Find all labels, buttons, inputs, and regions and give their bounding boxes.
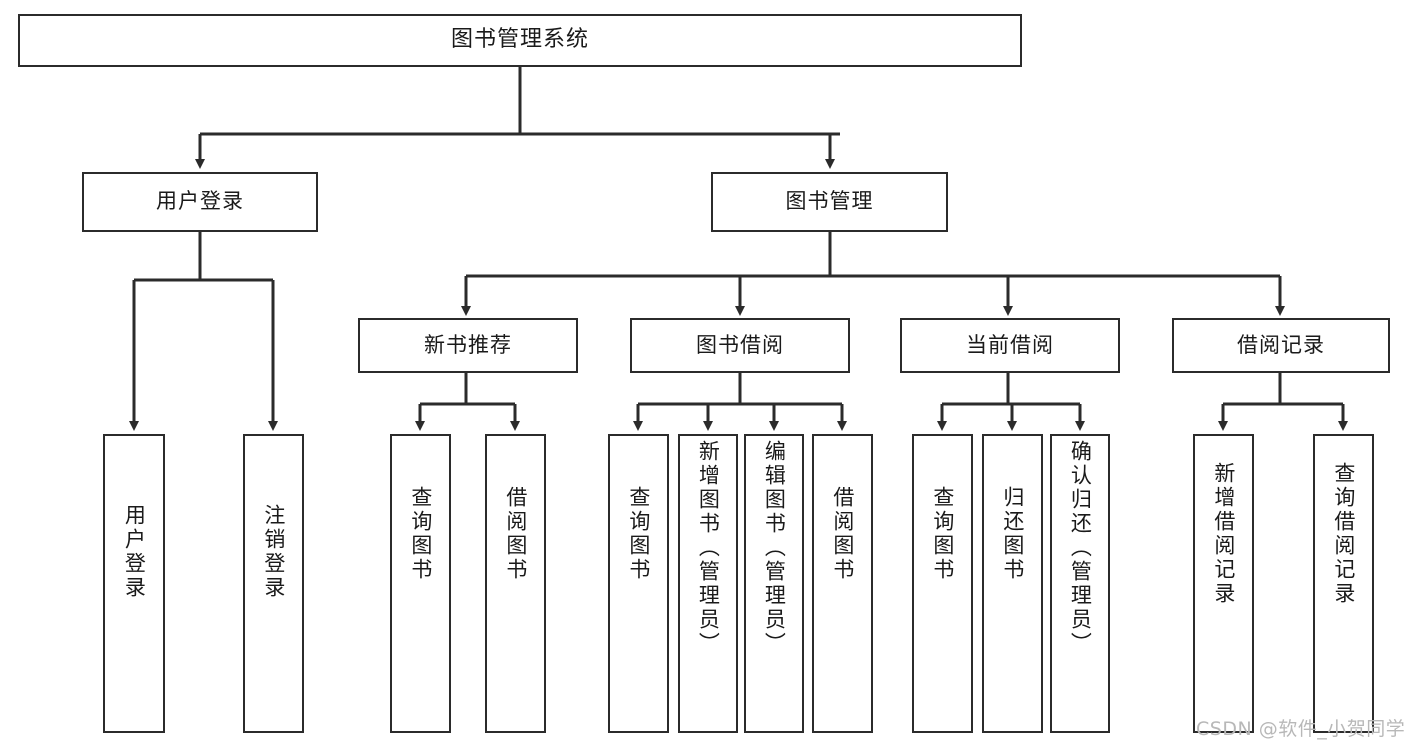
watermark-csdn: CSDN @软件_小贺同学	[1196, 718, 1405, 740]
node-root-book-management-system[interactable]: 图书管理系统	[18, 14, 1022, 67]
node-user-login[interactable]: 用户登录	[82, 172, 318, 232]
leaf-label: 查询借阅记录	[1331, 462, 1356, 606]
node-new-book-recommendation[interactable]: 新书推荐	[358, 318, 578, 373]
node-current-borrowing[interactable]: 当前借阅	[900, 318, 1120, 373]
leaf-label: 查询图书	[930, 486, 955, 582]
leaf-label: 确认归还（管理员）	[1068, 440, 1093, 656]
leaf-borrow-books-borrowing[interactable]: 借阅图书	[812, 434, 873, 733]
leaf-label: 新增借阅记录	[1211, 462, 1236, 606]
leaf-logout[interactable]: 注销登录	[243, 434, 304, 733]
leaf-label: 编辑图书（管理员）	[762, 440, 787, 656]
leaf-label: 用户登录	[122, 504, 147, 600]
leaf-return-books[interactable]: 归还图书	[982, 434, 1043, 733]
node-borrowing-records[interactable]: 借阅记录	[1172, 318, 1390, 373]
leaf-borrow-books-recommendation[interactable]: 借阅图书	[485, 434, 546, 733]
node-label: 借阅记录	[1237, 332, 1325, 357]
leaf-label: 查询图书	[408, 486, 433, 582]
leaf-label: 注销登录	[261, 504, 286, 600]
node-label: 图书借阅	[696, 332, 784, 357]
leaf-label: 查询图书	[626, 486, 651, 582]
leaf-label: 新增图书（管理员）	[696, 440, 721, 656]
leaf-user-login[interactable]: 用户登录	[103, 434, 165, 733]
node-label: 图书管理系统	[450, 27, 589, 53]
leaf-confirm-return-admin[interactable]: 确认归还（管理员）	[1050, 434, 1110, 733]
leaf-edit-book-admin[interactable]: 编辑图书（管理员）	[744, 434, 804, 733]
leaf-query-borrow-record[interactable]: 查询借阅记录	[1313, 434, 1374, 733]
leaf-query-books-current[interactable]: 查询图书	[912, 434, 973, 733]
node-label: 新书推荐	[424, 332, 512, 357]
leaf-query-books-recommendation[interactable]: 查询图书	[390, 434, 451, 733]
node-book-borrowing[interactable]: 图书借阅	[630, 318, 850, 373]
node-label: 当前借阅	[966, 332, 1054, 357]
leaf-label: 归还图书	[1000, 486, 1025, 582]
leaf-add-borrow-record[interactable]: 新增借阅记录	[1193, 434, 1254, 733]
leaf-label: 借阅图书	[830, 486, 855, 582]
node-label: 用户登录	[156, 189, 244, 214]
leaf-label: 借阅图书	[503, 486, 528, 582]
leaf-add-book-admin[interactable]: 新增图书（管理员）	[678, 434, 738, 733]
node-label: 图书管理	[785, 189, 874, 214]
leaf-query-books-borrowing[interactable]: 查询图书	[608, 434, 669, 733]
node-book-management[interactable]: 图书管理	[711, 172, 948, 232]
